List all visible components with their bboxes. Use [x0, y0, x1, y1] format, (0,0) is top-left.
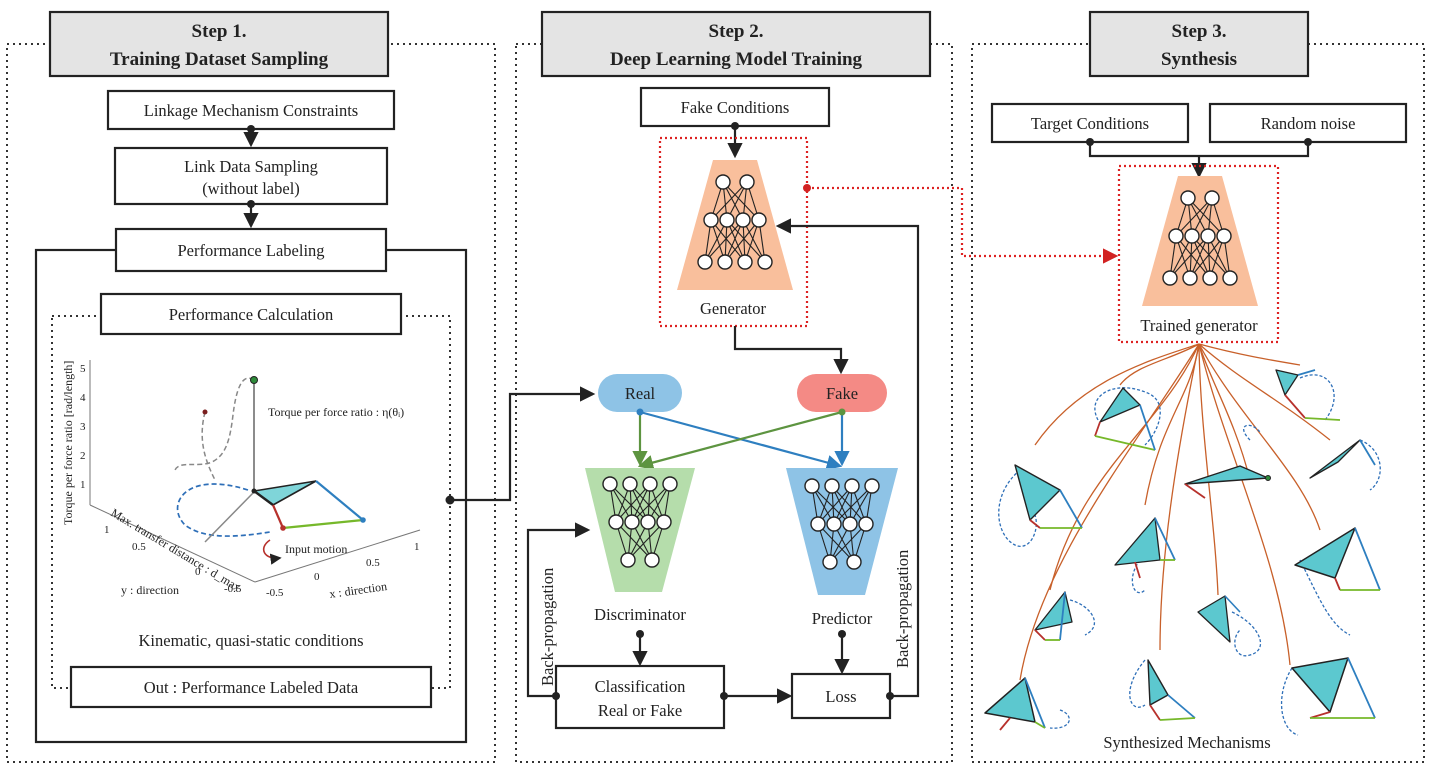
arrow-labeled-to-real — [450, 386, 596, 502]
generator-label: Generator — [700, 299, 766, 318]
plot-distance-annotation: Max. transfer distance : d_max — [108, 506, 243, 595]
mechanism-2 — [1275, 369, 1341, 421]
backprop-right-arrow — [775, 218, 920, 698]
target-conditions-label: Target Conditions — [1031, 114, 1149, 133]
classification-label-1: Classification — [595, 677, 686, 696]
svg-text:2: 2 — [80, 450, 86, 462]
mechanism-7 — [1294, 527, 1381, 636]
random-noise-label: Random noise — [1261, 114, 1356, 133]
fake-conditions-label: Fake Conditions — [681, 98, 790, 117]
svg-text:Deep Learning Model Training: Deep Learning Model Training — [610, 49, 863, 70]
synthesized-mechanisms — [984, 369, 1381, 736]
svg-text:-0.5: -0.5 — [224, 583, 242, 595]
svg-text:Step 2.: Step 2. — [709, 21, 764, 42]
svg-text:0: 0 — [195, 566, 201, 578]
backprop-left-arrow — [526, 522, 591, 698]
step1-header: Step 1. Training Dataset Sampling — [48, 10, 390, 78]
svg-text:Step 1.: Step 1. — [192, 21, 247, 42]
plot-torque-annotation: Torque per force ratio : η(θᵢ) — [268, 405, 404, 419]
loss-label: Loss — [825, 687, 856, 706]
svg-text:3: 3 — [80, 421, 86, 433]
svg-text:1: 1 — [104, 524, 110, 536]
predictor-network — [786, 468, 898, 595]
fake-pill — [797, 374, 887, 412]
constraints-label: Linkage Mechanism Constraints — [144, 101, 358, 120]
real-label: Real — [625, 384, 656, 403]
sampling-label-2: (without label) — [202, 179, 300, 198]
mechanism-3 — [998, 464, 1083, 547]
synthesis-branches — [1019, 343, 1331, 681]
svg-text:4: 4 — [80, 392, 86, 404]
classification-label-2: Real or Fake — [598, 701, 682, 720]
plot-input-motion: Input motion — [285, 542, 347, 556]
mechanism-12 — [1280, 657, 1376, 736]
mechanism-9 — [1197, 595, 1262, 657]
fake-label: Fake — [826, 384, 858, 403]
svg-text:1: 1 — [414, 541, 420, 553]
conditions-label: Kinematic, quasi-static conditions — [139, 631, 364, 650]
step2-header: Step 2. Deep Learning Model Training — [540, 10, 932, 78]
output-label: Out : Performance Labeled Data — [144, 678, 359, 697]
labeling-label: Performance Labeling — [177, 241, 324, 260]
svg-text:5: 5 — [80, 363, 86, 375]
step3-panel — [971, 43, 1425, 763]
trained-transfer-link — [807, 186, 1119, 264]
generator-frame — [658, 136, 809, 328]
sampling-label-1: Link Data Sampling — [184, 157, 318, 176]
step1-panel — [6, 43, 496, 763]
calculation-box — [99, 292, 403, 336]
fake-conditions-box — [639, 86, 831, 128]
mechanism-4 — [1243, 424, 1381, 491]
mechanism-11 — [1129, 659, 1196, 721]
discriminator-network — [585, 468, 695, 592]
svg-text:0.5: 0.5 — [366, 557, 380, 569]
step3-header: Step 3. Synthesis — [1088, 10, 1310, 78]
generator-network — [677, 160, 793, 290]
backprop-left-label: Back-propagation — [538, 568, 557, 686]
arrow-fake-to-discriminator — [637, 410, 843, 471]
arrow-generator-to-fake — [733, 326, 849, 375]
mechanism-5 — [1184, 465, 1271, 499]
svg-text:0.5: 0.5 — [132, 541, 146, 553]
trained-generator-frame — [1117, 164, 1280, 344]
discriminator-label: Discriminator — [594, 605, 686, 624]
plot-ylabel: y : direction — [121, 583, 179, 597]
svg-text:-0.5: -0.5 — [266, 587, 284, 599]
labeling-box — [114, 227, 388, 273]
svg-text:1: 1 — [80, 479, 86, 491]
svg-text:Synthesis: Synthesis — [1161, 49, 1237, 70]
mechanism-6 — [1114, 517, 1176, 594]
svg-text:0: 0 — [314, 571, 320, 583]
predictor-label: Predictor — [812, 609, 873, 628]
svg-text:Step 3.: Step 3. — [1172, 21, 1227, 42]
mechanism-8 — [1034, 591, 1096, 641]
real-pill — [598, 374, 682, 412]
calculation-label: Performance Calculation — [169, 305, 333, 324]
trained-generator-label: Trained generator — [1140, 316, 1258, 335]
mechanism-10 — [984, 677, 1070, 731]
performance-3d-plot: 5 4 3 2 1 1 0.5 0 -0.5 1 0.5 0 -0.5 Torq… — [61, 360, 421, 601]
backprop-right-label: Back-propagation — [893, 550, 912, 668]
synthesized-label: Synthesized Mechanisms — [1103, 733, 1270, 752]
output-box — [69, 665, 433, 709]
sampling-box — [113, 146, 389, 206]
plot-xlabel: x : direction — [328, 579, 387, 601]
trained-generator-network — [1142, 176, 1258, 306]
random-noise-box — [1208, 102, 1408, 144]
mechanism-1 — [1094, 387, 1161, 451]
inputs-merge-line — [1088, 142, 1310, 158]
svg-text:Training Dataset Sampling: Training Dataset Sampling — [110, 49, 329, 70]
plot-zlabel: Torque per force ratio [rad/length] — [61, 361, 75, 525]
